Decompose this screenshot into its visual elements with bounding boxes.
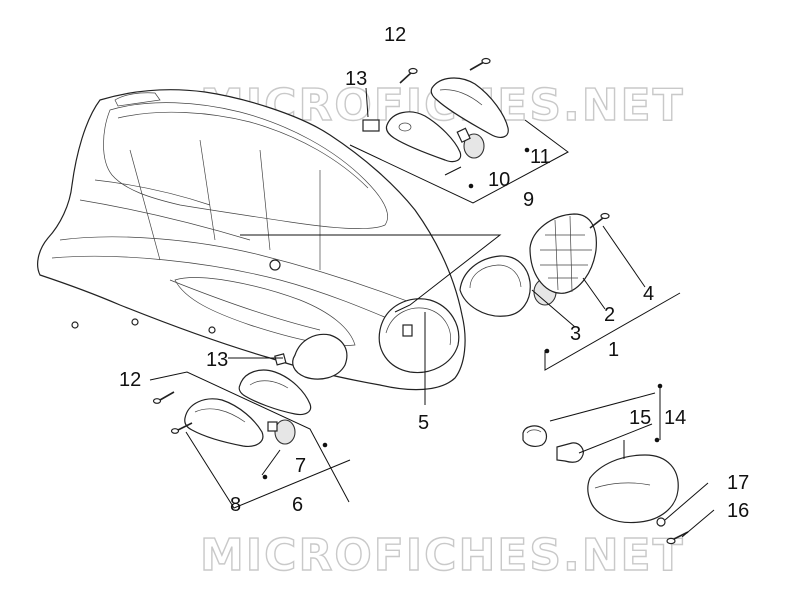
callout-4: 4	[643, 283, 654, 305]
callout-12-top: 12	[384, 24, 406, 46]
clip-part-5	[402, 324, 413, 337]
callout-6: 6	[292, 494, 303, 516]
callout-1: 1	[608, 339, 619, 361]
callout-labels: 1 2 3 4 5 6 7 8 9 10 11 12 12 13 13 14 1…	[119, 24, 749, 522]
callout-14: 14	[664, 407, 686, 429]
callout-13-top: 13	[345, 68, 367, 90]
callout-3: 3	[570, 323, 581, 345]
callout-9: 9	[523, 189, 534, 211]
bulb-left-icon	[274, 419, 296, 445]
callout-7: 7	[295, 455, 306, 477]
clip-part-13-top	[362, 119, 380, 132]
clip-part-13-left	[274, 353, 287, 366]
callout-2: 2	[604, 304, 615, 326]
watermark-bottom: MICROFICHES.NET	[200, 530, 685, 581]
indicator-assembly-right	[459, 212, 681, 371]
callout-11: 11	[530, 146, 551, 168]
callout-dots	[262, 147, 663, 480]
callout-13-left: 13	[206, 349, 228, 371]
callout-10: 10	[488, 169, 510, 191]
bulb-icon	[463, 133, 485, 159]
indicator-assembly-upper	[349, 57, 569, 204]
indicator-assembly-left	[149, 369, 351, 509]
callout-8: 8	[230, 494, 241, 516]
callout-16: 16	[727, 500, 749, 522]
tail-light-assembly	[522, 385, 715, 545]
callout-15: 15	[629, 407, 651, 429]
front-shield-body	[37, 89, 502, 391]
callout-12-left: 12	[119, 369, 141, 391]
callout-5: 5	[418, 412, 429, 434]
callout-17: 17	[727, 472, 749, 494]
